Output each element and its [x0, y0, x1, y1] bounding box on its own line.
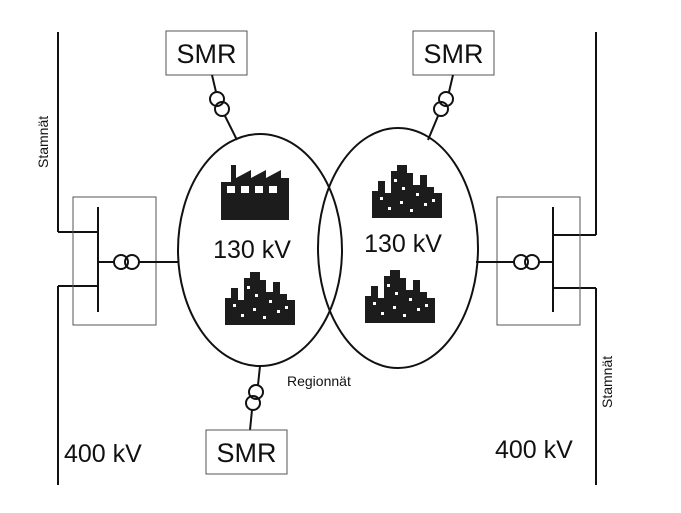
kv130-left-label: 130 kV	[213, 236, 291, 264]
kv400-left-label: 400 kV	[64, 440, 142, 468]
kv400-right-label: 400 kV	[495, 436, 573, 464]
city-buildings-icon	[365, 270, 435, 323]
transformer-icon	[245, 384, 264, 411]
left-trunk-grid	[57, 32, 98, 485]
smr-bottom-label: SMR	[217, 438, 277, 468]
stamnat-right-label: Stamnät	[599, 356, 615, 408]
smr-top-left-label: SMR	[177, 39, 237, 69]
stamnat-left-label: Stamnät	[35, 116, 51, 168]
regional-ellipse-right	[317, 127, 479, 369]
kv130-right-label: 130 kV	[364, 230, 442, 258]
transformer-icon	[113, 254, 140, 270]
transformer-icon	[209, 91, 230, 117]
factory-icon	[221, 165, 289, 220]
smr-top-left: SMR	[165, 30, 248, 141]
transformer-icon	[433, 91, 454, 117]
smr-bottom: SMR	[205, 365, 288, 475]
smr-top-right: SMR	[412, 30, 495, 141]
city-buildings-icon	[372, 165, 442, 218]
city-buildings-icon	[225, 272, 295, 325]
left-substation	[72, 196, 178, 326]
smr-top-right-label: SMR	[424, 39, 484, 69]
regionnat-label: Regionnät	[287, 373, 351, 389]
transformer-icon	[513, 254, 540, 270]
right-trunk-grid	[553, 32, 597, 485]
right-substation	[476, 196, 581, 326]
